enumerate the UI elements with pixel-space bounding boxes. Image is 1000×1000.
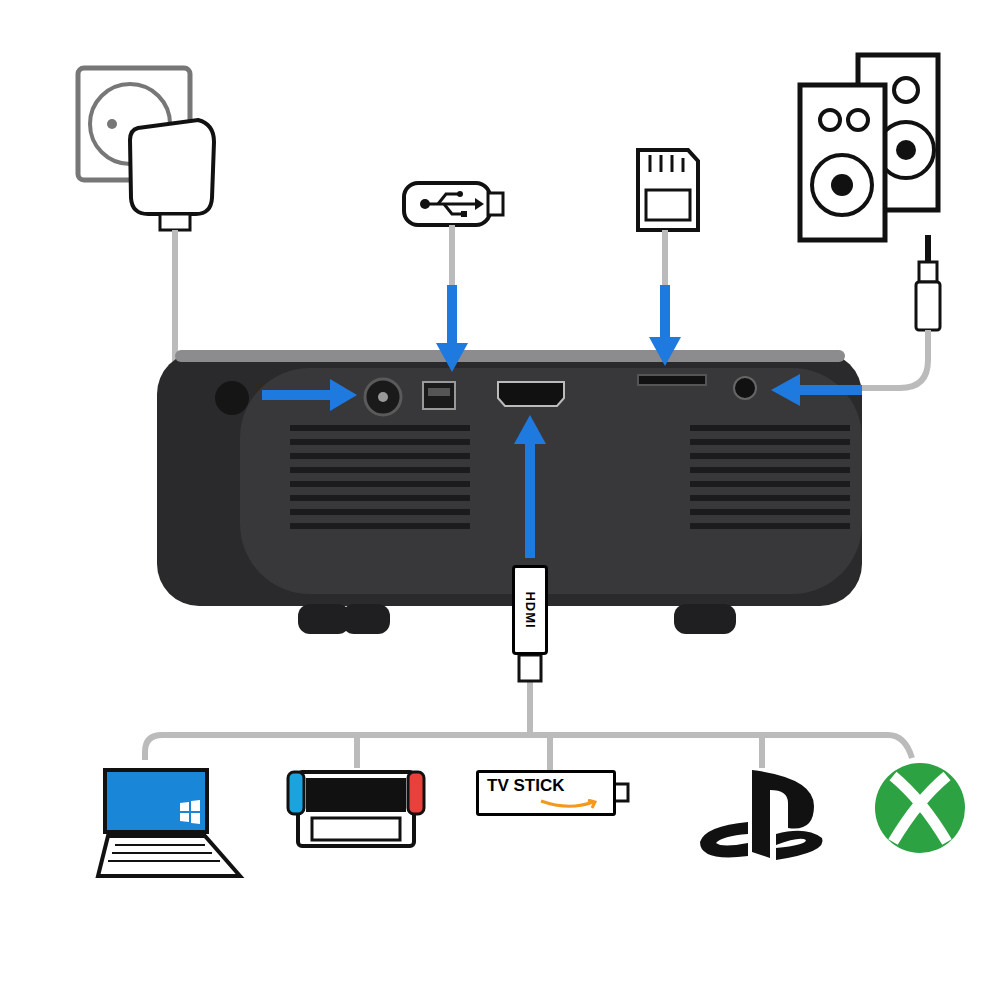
handheld-console	[288, 772, 424, 846]
hdmi-plug: HDMI	[512, 565, 548, 655]
device-label: TV STICK	[487, 777, 564, 796]
device-bus	[145, 735, 912, 768]
connector-label: HDMI	[523, 591, 537, 628]
tv-stick-tip	[614, 784, 628, 801]
speakers	[800, 55, 938, 240]
power-plug	[130, 120, 214, 230]
projector	[157, 350, 862, 634]
audio-plug	[862, 235, 940, 388]
tv-stick: TV STICK	[476, 770, 616, 816]
laptop	[98, 770, 240, 876]
blue-arrow	[262, 285, 862, 558]
usb-stick	[404, 183, 503, 288]
console-logo	[700, 770, 823, 860]
console-logo	[875, 763, 965, 853]
hdmi-plug-tip	[519, 655, 541, 681]
smile-mark	[539, 799, 599, 811]
sd-card	[638, 150, 698, 288]
